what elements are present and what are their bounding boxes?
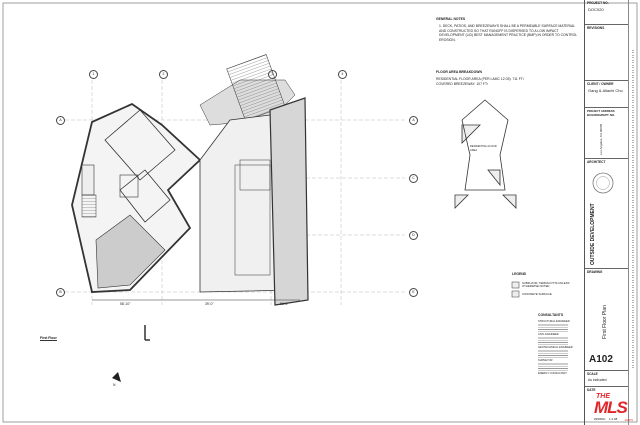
floor-area-line-2: COVERED BREEZEWAY: 107 FT² <box>436 81 489 86</box>
dimension-1: 58'-10" <box>120 302 131 306</box>
mls-watermark: THE MLS #25000x 1.2.08 .com <box>594 393 633 422</box>
project-address: Los Angeles, CA 90065 <box>599 123 603 155</box>
mls-date: 1.2.08 <box>609 417 618 421</box>
project-no: DOC020 <box>588 7 604 12</box>
floor-area-breakdown: FLOOR AREA BREAKDOWN RESIDENTIAL FLOOR A… <box>436 70 581 86</box>
grid-bubble-right-c: C <box>409 174 418 183</box>
grid-bubble-row-a: A <box>56 116 65 125</box>
legend-item-subfloor: SUBFLOOR, TERRACOTTA UNLESS OTHERWISE NO… <box>522 281 570 289</box>
consultant-energy: ENERGY CONSULTANT <box>538 372 567 376</box>
general-note-1: 1. DECK, PATIOS, AND BREEZEWAYS SHALL BE… <box>439 24 578 42</box>
date-label: DATE <box>587 388 596 392</box>
north-label: N <box>113 383 116 387</box>
sheet-number: A102 <box>589 354 613 365</box>
grid-bubble-right-a: A <box>409 116 418 125</box>
consultant-surveyor: SURVEYOR <box>538 359 553 363</box>
address-label: PROJECT ADDRESS BUILDING/DEPT. NO. <box>587 109 615 117</box>
architect-stamp <box>592 172 614 194</box>
mls-domain: .com <box>624 417 633 422</box>
revisions-label: REVISIONS <box>587 26 605 30</box>
floor-area-line-1: RESIDENTIAL FLOOR AREA (PER LAMC 12.03):… <box>436 77 524 82</box>
floor-area-key-label: RESIDENTIAL FLOOR AREA <box>470 145 497 153</box>
grid-bubble-right-d: D <box>409 231 418 240</box>
consultant-geotechnical: GEOTECHNICAL ENGINEER <box>538 346 573 350</box>
floor-area-key-diagram <box>454 99 517 209</box>
mls-listing-id: #25000x <box>594 417 606 421</box>
consultants-title: CONSULTANTS <box>538 313 564 317</box>
drawing-title: First Floor Plan <box>602 305 608 339</box>
title-block: PROJECT NO. DOC020 REVISIONS CLIENT / OW… <box>584 0 629 425</box>
building-plan <box>71 54 309 341</box>
consultant-civil: CIVIL ENGINEER <box>538 333 559 337</box>
drawing-label: DRAWING <box>587 270 603 274</box>
legend-swatch-subfloor <box>511 281 520 289</box>
consultant-structural: STRUCTURAL ENGINEER <box>538 320 570 324</box>
legend-title: LEGEND <box>512 272 527 276</box>
dimension-2: 39'-0" <box>205 302 214 306</box>
grid-bubble-row-b: B <box>56 288 65 297</box>
grid-bubble-col-4: 4 <box>338 70 347 79</box>
grid-bubble-col-1: 1 <box>89 70 98 79</box>
general-notes: GENERAL NOTES 1. DECK, PATIOS, AND BREEZ… <box>436 17 581 42</box>
north-arrow-icon <box>112 372 121 382</box>
grid-bubble-col-3: 3 <box>268 70 277 79</box>
project-no-label: PROJECT NO. <box>587 1 609 5</box>
scale-label: SCALE <box>587 372 598 376</box>
client-label: CLIENT / OWNER <box>587 82 614 86</box>
plan-title: First Floor <box>40 336 57 342</box>
scale-ruler <box>628 0 640 425</box>
general-notes-title: GENERAL NOTES <box>436 17 466 21</box>
dimension-3: 56'-6" <box>280 302 289 306</box>
floor-area-title: FLOOR AREA BREAKDOWN <box>436 70 482 74</box>
legend-swatch-concrete <box>511 290 520 298</box>
grid-bubble-col-2: 2 <box>159 70 168 79</box>
grid-bubble-right-e: E <box>409 288 418 297</box>
scale-value: As indicated <box>588 378 607 382</box>
architect-label: ARCHITECT <box>587 160 606 164</box>
firm-name: OUTSIDE DEVELOPMENT <box>590 203 596 265</box>
legend-item-concrete: CONCRETE SURFACE <box>522 292 552 296</box>
mls-logo: THE <box>596 393 610 400</box>
consultants: CONSULTANTS STRUCTURAL ENGINEER CIVIL EN… <box>538 313 582 375</box>
client-name: Gang & Allachi Cho <box>588 88 623 93</box>
